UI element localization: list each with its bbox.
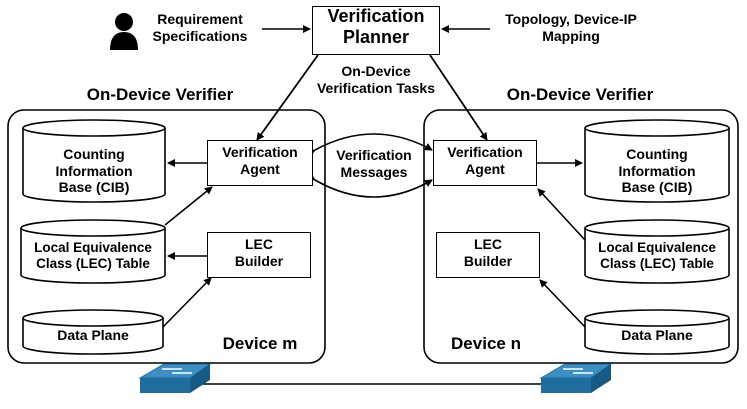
cib-cylinder-m bbox=[22, 119, 166, 203]
lec-to-agent-n-arrow bbox=[537, 188, 586, 241]
cib-cylinder-n bbox=[584, 119, 730, 203]
verification-planner-label: Verification Planner bbox=[327, 6, 425, 48]
data-plane-cylinder-m bbox=[22, 309, 164, 355]
planner-to-agent-n-arrow bbox=[429, 54, 488, 141]
device-m-label: Device m bbox=[222, 334, 298, 353]
verification-messages-exchange bbox=[306, 133, 433, 198]
topology-label: Topology, Device-IP Mapping bbox=[505, 11, 637, 44]
lec-to-agent-m-arrow bbox=[164, 186, 213, 226]
data-plane-label-n: Data Plane bbox=[621, 327, 693, 343]
requirements-label: Requirement Specifications bbox=[152, 11, 248, 44]
lec-table-label-m: Local Equivalence Class (LEC) Table bbox=[34, 240, 152, 271]
verification-messages-label: Verification Messages bbox=[336, 147, 412, 180]
device-n-label: Device n bbox=[451, 334, 521, 353]
cib-label-n: Counting Information Base (CIB) bbox=[618, 146, 696, 196]
cib-label-m: Counting Information Base (CIB) bbox=[55, 146, 133, 196]
verifier-title-n: On-Device Verifier bbox=[506, 85, 654, 104]
dataplane-to-lec-n-arrow bbox=[539, 279, 586, 328]
dataplane-to-builder-m-arrow bbox=[162, 277, 212, 328]
verification-agent-label-m: Verification Agent bbox=[222, 144, 298, 177]
verifier-title-m: On-Device Verifier bbox=[86, 85, 234, 104]
lec-table-label-n: Local Equivalence Class (LEC) Table bbox=[598, 240, 716, 271]
lec-table-cylinder-m bbox=[20, 219, 166, 284]
lec-builder-label-n: LEC Builder bbox=[463, 236, 513, 269]
verification-planner-box bbox=[312, 6, 440, 55]
switch-icon-n bbox=[539, 363, 613, 393]
verification-tasks-label: On-Device Verification Tasks bbox=[316, 63, 435, 96]
verification-agent-box-m bbox=[207, 140, 313, 186]
data-plane-cylinder-n bbox=[584, 309, 730, 355]
planner-to-agent-m-arrow bbox=[256, 54, 319, 141]
lec-builder-box-m bbox=[207, 232, 311, 278]
verification-agent-box-n bbox=[433, 140, 537, 186]
verification-agent-label-n: Verification Agent bbox=[447, 144, 523, 177]
lec-builder-label-m: LEC Builder bbox=[234, 236, 284, 269]
lec-builder-box-n bbox=[436, 232, 540, 278]
switch-icon-m bbox=[138, 363, 212, 393]
lec-table-cylinder-n bbox=[584, 219, 730, 284]
user-icon bbox=[110, 13, 138, 50]
data-plane-label-m: Data Plane bbox=[57, 327, 129, 343]
